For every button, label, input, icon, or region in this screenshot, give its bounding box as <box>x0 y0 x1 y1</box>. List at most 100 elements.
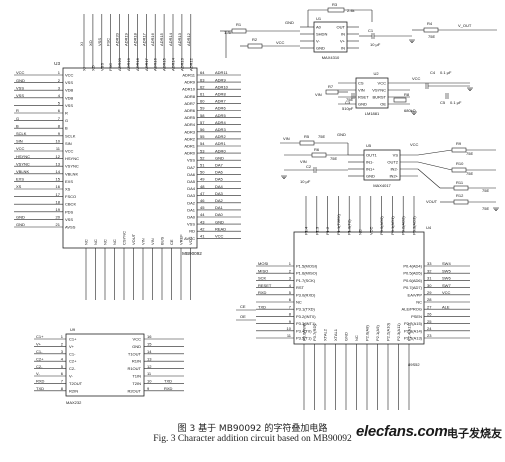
89s52-left-pin-number: 11 <box>287 333 292 338</box>
r9-label: R9 <box>456 141 462 146</box>
max232-left-net-label: C1+ <box>36 334 44 339</box>
max232-right-pin-name: GND <box>132 344 141 349</box>
mb90092-top-net-label: ADR19 <box>124 32 129 46</box>
mb90092-top-pin-name: ADR14 <box>171 57 176 71</box>
mb90092-right-pin-number: 57 <box>200 120 205 125</box>
r8-value: 680kΩ <box>404 108 416 113</box>
mb90092-chip-body <box>62 67 198 249</box>
89s52-part-label: 89S52 <box>408 362 420 367</box>
lm1881-part-label: LM1881 <box>365 111 380 116</box>
mb90092-left-pin-number: 10 <box>56 139 61 144</box>
mb90092-right-pin-number: 63 <box>200 77 205 82</box>
mb90092-right-pin-name: DA0 <box>187 215 196 220</box>
mb90092-right-pin-name: ADR5 <box>184 115 195 120</box>
mb90092-right-pin-name: DA2 <box>187 200 196 205</box>
mb90092-left-pin-name: PDS <box>65 209 74 214</box>
mb90092-left-pin-number: 20 <box>56 215 61 220</box>
max232-right-pin-name: T1OUT <box>128 351 142 356</box>
max232-left-pin-name: C1+ <box>69 337 77 342</box>
max232-left-net-label: C1- <box>36 349 43 354</box>
mb90092-top-net-label: ADR13 <box>177 32 182 46</box>
89s52-bottom-pin-name: GND <box>344 332 349 341</box>
89s52-top-pin-name: P0.0(AD0) <box>379 216 384 235</box>
mb90092-left-pin-number: 16 <box>56 184 61 189</box>
c1-label: C1 <box>368 28 374 33</box>
mb90092-left-pin-name: FSCO <box>65 194 76 199</box>
89s52-left-pin-name: P1.6(MISO) <box>296 271 318 276</box>
c4-label: C4 <box>430 70 436 75</box>
mb90092-left-pin-name: VDB <box>65 95 74 100</box>
mb90092-top-pin-name: ADR16 <box>153 57 158 71</box>
mb90092-right-net-label: ADR4 <box>215 120 226 125</box>
mb90092-left-pin-number: 19 <box>56 207 61 212</box>
89s52-left-net-label: MOSI <box>258 261 268 266</box>
mb90092-right-net-label: DA4 <box>215 184 224 189</box>
mb90092-right-pin-name: ADR7 <box>184 101 195 106</box>
r9-value: 75E <box>466 151 473 156</box>
89s52-right-pin-number: 23 <box>427 333 432 338</box>
max232-left-pin-number: 3 <box>61 349 64 354</box>
r4-value: 75E <box>428 34 435 39</box>
mb90092-bottom-pin-name: CE <box>169 239 174 245</box>
mb90092-left-net-label: VSYNC <box>16 161 30 166</box>
89s52-right-pin-name: P2.5(A13) <box>404 336 423 341</box>
max4310-left-pin: V- <box>316 39 320 44</box>
mb90092-right-pin-number: 48 <box>200 184 205 189</box>
mb90092-right-pin-name: DA4 <box>187 186 196 191</box>
mb90092-left-pin-name: EXS <box>65 179 73 184</box>
max4017-left-pin: OUT1 <box>366 153 377 158</box>
mb90092-left-pin-number: 15 <box>56 177 61 182</box>
mb90092-top-pin-name: ADR19 <box>126 57 131 71</box>
mb90092-right-net-label: DA3 <box>215 191 224 196</box>
r8-label: R8 <box>404 92 410 97</box>
c2-label: C2 <box>306 164 312 169</box>
mb90092-bottom-pin-name: NC <box>112 239 117 245</box>
mb90092-left-net-label: R <box>16 108 19 113</box>
mb90092-top-net-label: ADR17 <box>141 32 146 46</box>
mb90092-right-net-label: ADR0 <box>215 148 226 153</box>
r4-resistor <box>423 27 439 33</box>
r11-value: 75E <box>482 188 489 193</box>
89s52-left-pin-name: P1.5(MOSI) <box>296 264 318 269</box>
89s52-left-net-label: SCK <box>258 276 267 281</box>
mb90092-top-net-label: ADR15 <box>159 32 164 46</box>
max4017-right-pin: OUT2 <box>387 160 398 165</box>
max232-left-pin-name: C2- <box>69 366 76 371</box>
mb90092-left-pin-name: B <box>65 126 68 131</box>
figure-caption-chinese: 图 3 基于 MB90092 的字符叠加电路 <box>177 424 328 434</box>
89s52-bottom-pin-name: P2.3(A11) <box>396 323 401 341</box>
89s52-left-pin-number: 5 <box>289 290 292 295</box>
max4017-gnd-label: GND <box>337 132 346 137</box>
89s52-right-net-label: SW5 <box>442 268 451 273</box>
89s52-right-pin-name: P0.5(AD5) <box>403 271 422 276</box>
89s52-ce-label: CE <box>240 304 246 309</box>
89s52-bottom-pin-name: P3.6(WR) <box>302 323 307 341</box>
mb90092-left-pin-name: VCC <box>65 149 74 154</box>
mb90092-left-net-label: GND <box>16 215 25 220</box>
r5-resistor <box>299 140 315 146</box>
mb90092-right-pin-number: 41 <box>200 234 205 239</box>
max232-right-pin-number: 12 <box>147 364 152 369</box>
mb90092-left-net-label: SIN <box>16 139 23 144</box>
89s52-right-net-label: VCC <box>442 290 451 295</box>
89s52-right-pin-name: P2.6(A14) <box>404 328 423 333</box>
mb90092-right-pin-number: 49 <box>200 177 205 182</box>
mb90092-top-net-label: ADR16 <box>150 32 155 46</box>
89s52-bottom-pin-name: XTAL2 <box>323 328 328 341</box>
mb90092-top-pin-name: ADR13 <box>179 57 184 71</box>
89s52-top-pin-name: P1.4 <box>304 226 309 235</box>
89s52-right-pin-name: PSEN <box>411 314 422 319</box>
89s52-top-pin-name: P1.3 <box>314 226 319 235</box>
mb90092-right-pin-number: 64 <box>200 70 205 75</box>
mb90092-right-net-label: READ <box>215 226 226 231</box>
mb90092-right-pin-number: 47 <box>200 191 205 196</box>
lm1881-left-pin: CS <box>358 81 364 86</box>
89s52-right-pin-name: P2.7(A15) <box>404 321 423 326</box>
mb90092-right-pin-name: DA3 <box>187 193 196 198</box>
max232-right-pin-name: R2OUT <box>127 388 141 393</box>
mb90092-bottom-pin-name: NC <box>93 239 98 245</box>
mb90092-left-pin-number: 17 <box>56 192 61 197</box>
r6-resistor <box>311 152 327 158</box>
lm1881-ref-label: U2 <box>373 71 379 76</box>
max232-right-pin-name: T1IN <box>132 374 141 379</box>
